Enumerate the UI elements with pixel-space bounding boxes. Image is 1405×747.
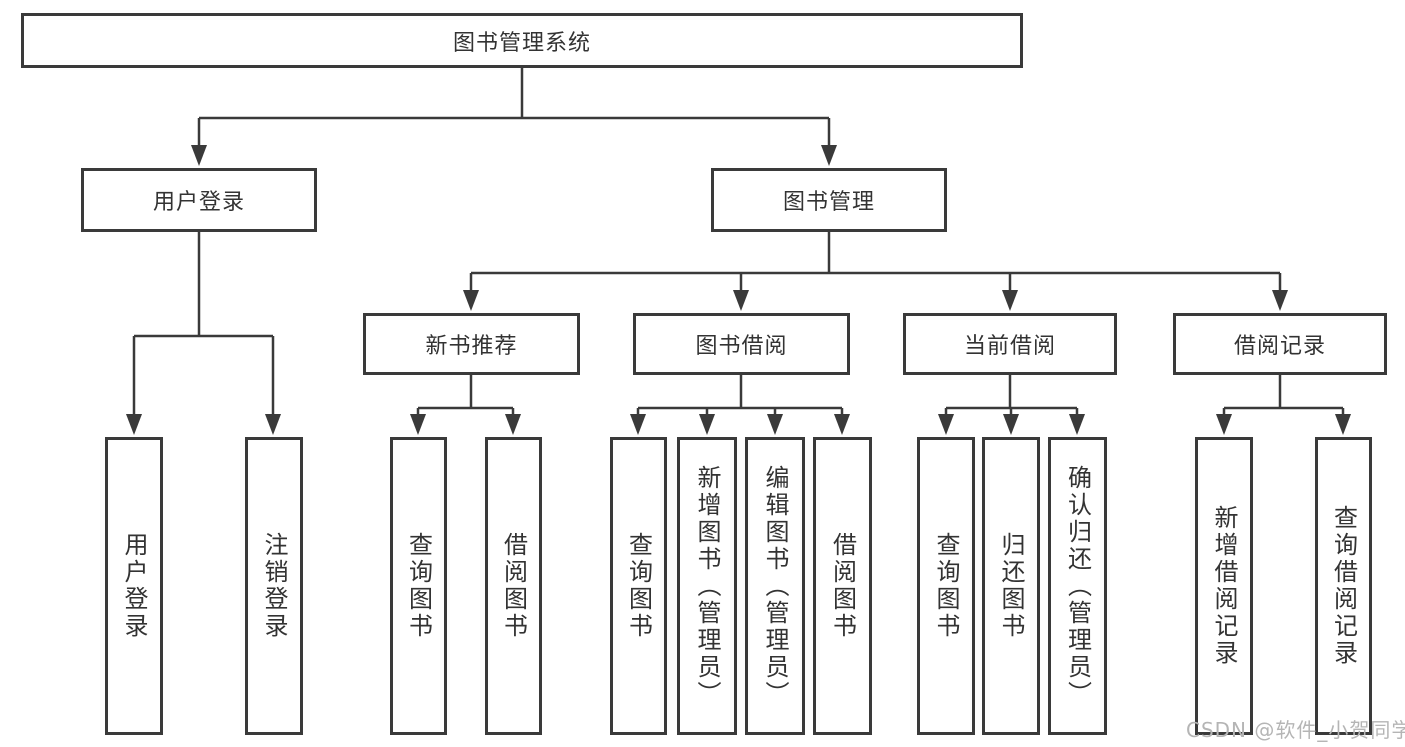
node-book-borrow: 图书借阅 bbox=[633, 313, 850, 375]
leaf-current-return-label: 归还图书 bbox=[997, 532, 1025, 640]
connector-newbook-children bbox=[416, 375, 515, 418]
node-root-label: 图书管理系统 bbox=[452, 30, 591, 56]
arrowhead-current bbox=[1002, 290, 1018, 311]
leaf-newbook-borrow-label: 借阅图书 bbox=[499, 532, 528, 640]
node-user-login: 用户登录 bbox=[81, 168, 317, 232]
leaf-current-query: 查询图书 bbox=[917, 437, 975, 735]
node-root: 图书管理系统 bbox=[21, 13, 1023, 68]
connector-bookmgmt-sections bbox=[469, 232, 1282, 295]
node-new-book: 新书推荐 bbox=[363, 313, 580, 375]
leaf-user-login-label: 用户登录 bbox=[120, 532, 148, 640]
leaf-borrow-borrow: 借阅图书 bbox=[813, 437, 872, 735]
leaf-record-query-label: 查询借阅记录 bbox=[1329, 505, 1358, 667]
connector-record-children bbox=[1222, 375, 1345, 418]
arrowhead-newbook-c1 bbox=[410, 414, 426, 435]
leaf-borrow-borrow-label: 借阅图书 bbox=[828, 532, 857, 640]
leaf-borrow-add-label: 新增图书（管理员） bbox=[693, 464, 721, 708]
leaf-record-query: 查询借阅记录 bbox=[1315, 437, 1372, 735]
arrowhead-record-c1 bbox=[1216, 414, 1232, 435]
node-user-login-label: 用户登录 bbox=[152, 190, 245, 215]
arrowhead-current-c2 bbox=[1003, 414, 1019, 435]
node-new-book-label: 新书推荐 bbox=[425, 334, 518, 359]
arrowhead-logout bbox=[265, 414, 281, 435]
leaf-record-add-label: 新增借阅记录 bbox=[1210, 505, 1238, 667]
arrowhead-borrow-c1 bbox=[630, 414, 646, 435]
leaf-current-query-label: 查询图书 bbox=[932, 532, 960, 640]
connector-root-to-level2 bbox=[197, 68, 831, 150]
arrowhead-record bbox=[1272, 290, 1288, 311]
leaf-borrow-edit: 编辑图书（管理员） bbox=[745, 437, 805, 735]
node-current-borrow: 当前借阅 bbox=[903, 313, 1117, 375]
leaf-borrow-add: 新增图书（管理员） bbox=[677, 437, 737, 735]
arrowhead-borrow-c2 bbox=[699, 414, 715, 435]
leaf-current-confirm-label: 确认归还（管理员） bbox=[1063, 464, 1092, 708]
leaf-user-login: 用户登录 bbox=[105, 437, 163, 735]
arrowhead-borrow-c4 bbox=[834, 414, 850, 435]
csdn-watermark: CSDN @软件_小贺同学 bbox=[1186, 718, 1405, 742]
arrowhead-book-mgmt bbox=[821, 145, 837, 166]
arrowhead-login bbox=[126, 414, 142, 435]
leaf-record-add: 新增借阅记录 bbox=[1195, 437, 1253, 735]
leaf-current-confirm: 确认归还（管理员） bbox=[1048, 437, 1107, 735]
node-borrow-record: 借阅记录 bbox=[1173, 313, 1387, 375]
leaf-logout: 注销登录 bbox=[245, 437, 303, 735]
leaf-logout-label: 注销登录 bbox=[260, 532, 288, 640]
leaf-newbook-query: 查询图书 bbox=[390, 437, 447, 735]
arrowhead-newbook-c2 bbox=[505, 414, 521, 435]
node-book-mgmt: 图书管理 bbox=[711, 168, 947, 232]
leaf-newbook-borrow: 借阅图书 bbox=[485, 437, 542, 735]
connector-userlogin-children bbox=[132, 232, 275, 418]
arrowhead-record-c2 bbox=[1335, 414, 1351, 435]
leaf-newbook-query-label: 查询图书 bbox=[404, 532, 433, 640]
connector-current-children bbox=[944, 375, 1079, 418]
connector-borrow-children bbox=[636, 375, 844, 418]
arrowhead-current-c1 bbox=[938, 414, 954, 435]
node-book-mgmt-label: 图书管理 bbox=[782, 190, 875, 215]
arrowhead-borrow-c3 bbox=[767, 414, 783, 435]
node-current-borrow-label: 当前借阅 bbox=[963, 334, 1056, 359]
arrowhead-borrow bbox=[733, 290, 749, 311]
arrowhead-newbook bbox=[463, 290, 479, 311]
leaf-borrow-query-label: 查询图书 bbox=[624, 532, 653, 640]
leaf-borrow-query: 查询图书 bbox=[610, 437, 667, 735]
arrowhead-user-login bbox=[191, 145, 207, 166]
node-borrow-record-label: 借阅记录 bbox=[1233, 334, 1326, 359]
node-book-borrow-label: 图书借阅 bbox=[695, 334, 788, 359]
arrowhead-current-c3 bbox=[1069, 414, 1085, 435]
leaf-current-return: 归还图书 bbox=[982, 437, 1040, 735]
leaf-borrow-edit-label: 编辑图书（管理员） bbox=[761, 464, 789, 708]
